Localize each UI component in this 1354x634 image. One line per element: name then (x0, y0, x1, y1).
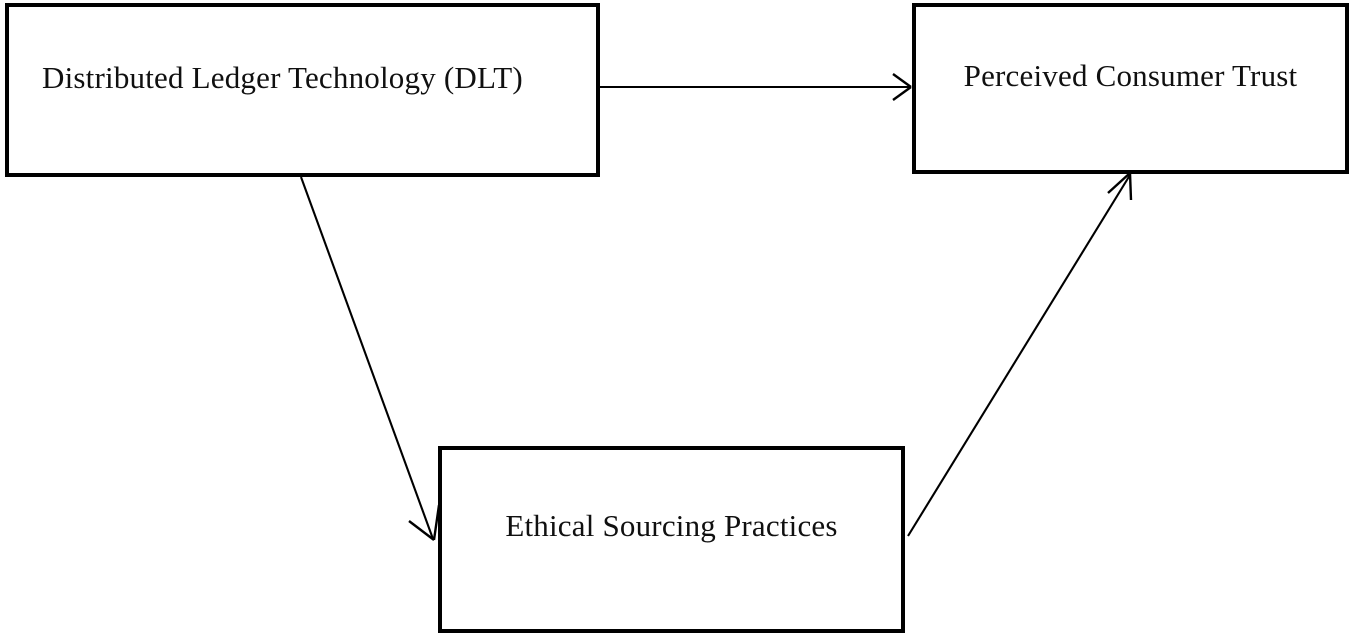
node-label-ethical: Ethical Sourcing Practices (505, 508, 838, 543)
node-ethical-sourcing-practices: Ethical Sourcing Practices (438, 446, 905, 633)
node-perceived-consumer-trust: Perceived Consumer Trust (912, 3, 1349, 174)
edge-dlt-to-trust (600, 73, 912, 101)
edge-dlt-to-ethical (300, 176, 441, 541)
edge-ethical-to-trust (907, 172, 1133, 537)
node-label-trust: Perceived Consumer Trust (963, 58, 1298, 93)
node-distributed-ledger-technology: Distributed Ledger Technology (DLT) (5, 3, 600, 177)
node-label-dlt: Distributed Ledger Technology (DLT) (42, 60, 523, 95)
